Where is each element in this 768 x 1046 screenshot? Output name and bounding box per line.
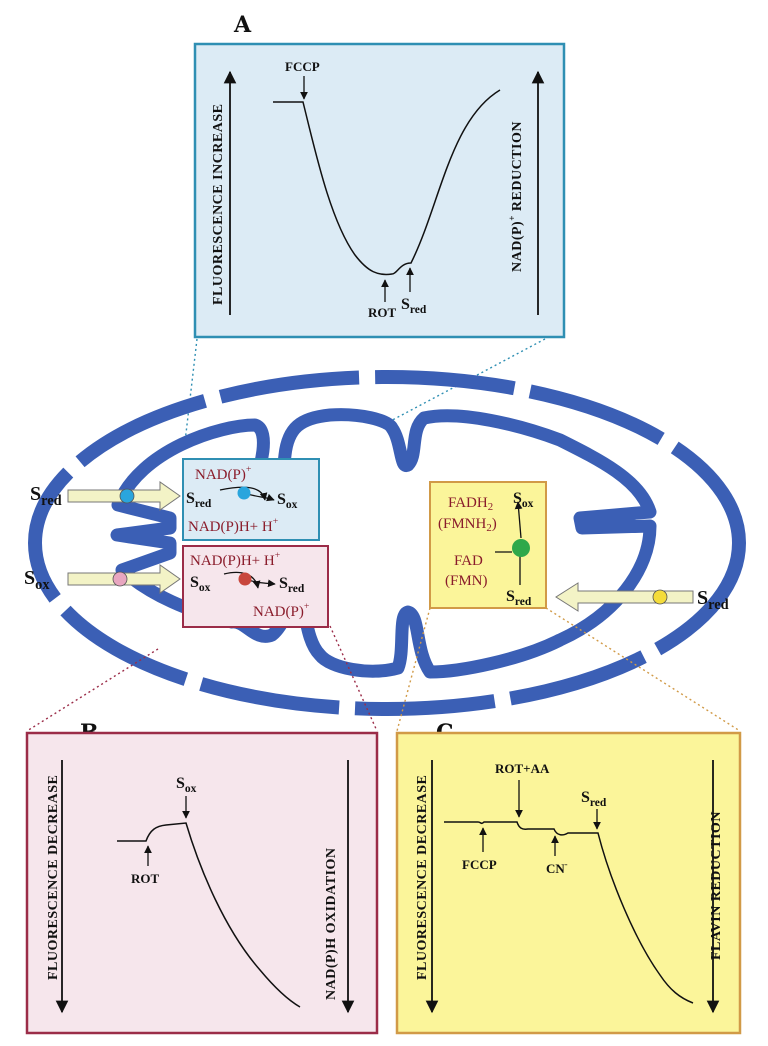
box-yellow-fmnh: (FMNH2) bbox=[438, 516, 497, 534]
box-red-nadp: NAD(P)+ bbox=[253, 601, 310, 620]
panel-c-rotaa-label: ROT+AA bbox=[495, 761, 550, 776]
panel-a-sred-label: Sred bbox=[401, 296, 427, 316]
panel-b-box bbox=[25, 731, 379, 1035]
panel-b-right-axis-label: NAD(P)H OXIDATION bbox=[324, 847, 339, 1000]
panel-c-connector-right bbox=[545, 607, 741, 732]
panel-a-left-axis-label: FLUORESCENCE INCREASE bbox=[211, 104, 226, 305]
box-yellow-fadh: FADH2 bbox=[448, 495, 493, 513]
panel-b-connector-left bbox=[26, 648, 159, 732]
inner-membrane bbox=[110, 408, 657, 679]
panel-c-box bbox=[395, 731, 742, 1035]
panel-a-trace bbox=[273, 89, 501, 276]
panel-c-fccp-label: FCCP bbox=[462, 857, 497, 872]
transport-arrow-top-left bbox=[67, 481, 181, 511]
panel-c-left-axis-label: FLUORESCENCE DECREASE bbox=[415, 775, 430, 980]
panel-b-left-axis-label: FLUORESCENCE DECREASE bbox=[46, 775, 61, 980]
panel-c-right-axis-label: FLAVIN REDUCTION bbox=[709, 811, 724, 960]
panel-b-connector-right bbox=[329, 625, 378, 732]
box-yellow-arrow-up bbox=[514, 501, 523, 539]
panel-a-letter: A bbox=[233, 12, 252, 38]
transport-arrow-right bbox=[555, 582, 694, 612]
panel-a-fccp-label: FCCP bbox=[285, 59, 320, 74]
box-blue-nadp: NAD(P)+ bbox=[195, 464, 252, 483]
box-yellow-sred: Sred bbox=[506, 588, 532, 608]
transporter-dot-pink bbox=[112, 571, 128, 587]
panel-c-trace bbox=[444, 821, 694, 1004]
box-blue-sox: Sox bbox=[277, 491, 298, 511]
box-red-nadph: NAD(P)H+ H+ bbox=[190, 550, 281, 569]
panel-c-cn-label: CN- bbox=[546, 859, 568, 876]
panel-a-right-axis-label: NAD(P)+ REDUCTION bbox=[507, 121, 525, 272]
left-top-sred-label: Sred bbox=[30, 483, 62, 509]
box-yellow-enzyme-dot bbox=[512, 539, 530, 557]
panel-c-sred-label: Sred bbox=[581, 789, 607, 809]
panel-b-rot-label: ROT bbox=[131, 871, 160, 886]
box-red-sox: Sox bbox=[190, 574, 211, 594]
panel-a-rot-label: ROT bbox=[368, 305, 397, 320]
box-blue-sred: Sred bbox=[186, 490, 212, 510]
right-sred-label: Sred bbox=[697, 587, 729, 613]
box-red-sred: Sred bbox=[279, 575, 305, 595]
box-yellow-fad: FAD bbox=[454, 553, 483, 569]
box-blue-enzyme-dot bbox=[237, 486, 251, 500]
transporter-dot-yellow bbox=[652, 589, 668, 605]
panel-b-trace bbox=[117, 822, 301, 1008]
left-bottom-sox-label: Sox bbox=[24, 567, 50, 593]
box-nadp-reduction bbox=[182, 458, 320, 541]
box-yellow-sox: Sox bbox=[513, 490, 534, 510]
panel-c-connector-left bbox=[396, 607, 431, 732]
panel-b-sox-label: Sox bbox=[176, 775, 197, 795]
transporter-dot-blue bbox=[119, 488, 135, 504]
box-yellow-fmn: (FMN) bbox=[445, 573, 488, 589]
transport-arrow-bottom-left bbox=[67, 564, 181, 594]
panel-a-box bbox=[193, 42, 566, 339]
outer-membrane bbox=[28, 370, 746, 716]
box-blue-nadph: NAD(P)H+ H+ bbox=[188, 516, 279, 535]
box-red-enzyme-dot bbox=[238, 572, 252, 586]
